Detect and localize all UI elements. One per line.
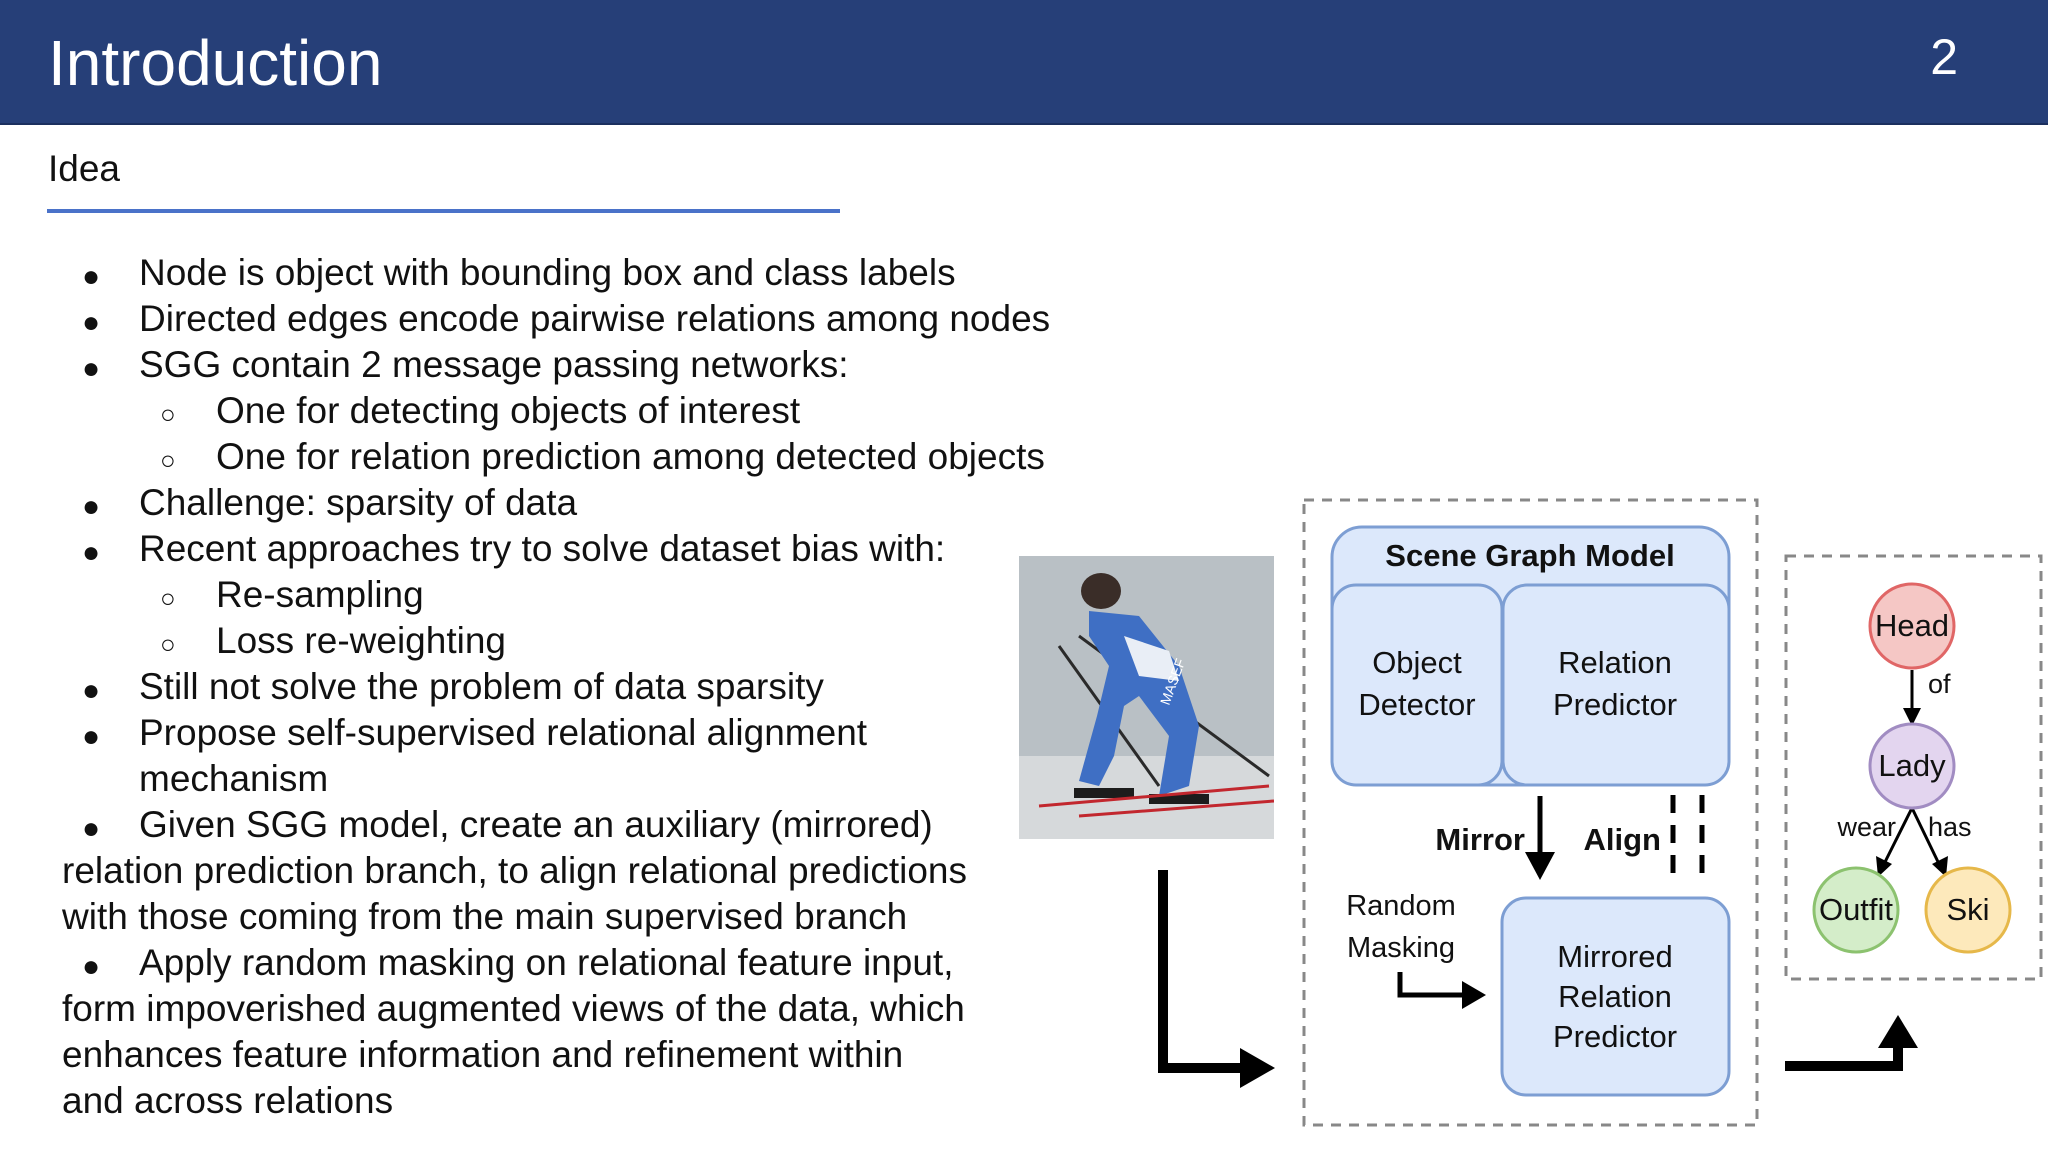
masking-arrow-head-icon: [1462, 981, 1486, 1009]
bullet-item-continued: with those coming from the main supervis…: [62, 896, 908, 937]
sub-bullet-circle: ○: [160, 445, 176, 475]
bullet-item: Directed edges encode pairwise relations…: [139, 298, 1051, 339]
node-ski: [1924, 866, 2012, 954]
mirrored-predictor-label-3: Predictor: [1553, 1019, 1677, 1054]
input-arrow: [1158, 870, 1265, 1073]
bullet-dot: ●: [82, 352, 101, 385]
bullet-item: Given SGG model, create an auxiliary (mi…: [139, 804, 933, 845]
sub-bullet-circle: ○: [160, 583, 176, 613]
input-arrow-head-icon: [1240, 1048, 1275, 1088]
sub-bullet-circle: ○: [160, 399, 176, 429]
object-detector-label-1: Object: [1372, 645, 1462, 680]
bullet-item-continued: form impoverished augmented views of the…: [62, 988, 965, 1029]
slide-title: Introduction: [48, 27, 383, 99]
mirrored-predictor-box: [1500, 896, 1731, 1097]
output-arrow: [1785, 1035, 1903, 1071]
subtitle-underline: [47, 209, 840, 213]
relation-predictor-box: [1501, 583, 1731, 787]
page-number: 2: [1930, 29, 1958, 85]
node-head-label: Head: [1875, 608, 1949, 643]
relation-predictor-label-1: Relation: [1558, 645, 1672, 680]
random-masking-label-1: Random: [1346, 890, 1456, 922]
bullet-item-continued: enhances feature information and refinem…: [62, 1034, 904, 1075]
mirrored-predictor-label-2: Relation: [1558, 979, 1672, 1014]
node-head: [1868, 582, 1956, 670]
mirror-arrow-head-icon: [1525, 852, 1555, 880]
sub-bullet-circle: ○: [160, 629, 176, 659]
output-arrow-head-icon: [1878, 1015, 1918, 1048]
bullet-dot: ●: [82, 490, 101, 523]
scene-graph-model-box: [1330, 525, 1731, 787]
scene-graph-model-title: Scene Graph Model: [1385, 538, 1674, 573]
edge-label-wear: wear: [1836, 812, 1896, 842]
bullet-item: SGG contain 2 message passing networks:: [139, 344, 849, 385]
random-masking-label-2: Masking: [1347, 932, 1455, 964]
mirrored-predictor-label-1: Mirrored: [1557, 939, 1672, 974]
edge-has-line: [1910, 807, 1942, 867]
bullet-item: Recent approaches try to solve dataset b…: [139, 528, 946, 569]
slide-header: Introduction 2: [0, 0, 2048, 125]
model-container: [1302, 498, 1759, 1127]
skier-illustration: MASEF: [1019, 556, 1274, 839]
object-detector-label-2: Detector: [1358, 687, 1475, 722]
node-ski-label: Ski: [1946, 892, 1989, 927]
bullet-item: Node is object with bounding box and cla…: [139, 252, 956, 293]
bullet-dot: ●: [82, 260, 101, 293]
bullet-item: Apply random masking on relational featu…: [139, 942, 954, 983]
edge-label-has: has: [1928, 812, 1972, 842]
bullet-dot: ●: [82, 306, 101, 339]
bullet-dot: ●: [82, 536, 101, 569]
bullet-item-continued: relation prediction branch, to align rel…: [62, 850, 967, 891]
edge-of-arrow-icon: [1903, 708, 1921, 726]
edge-has-arrow-icon: [1932, 856, 1948, 877]
mirror-label: Mirror: [1435, 822, 1525, 857]
node-lady: [1868, 722, 1956, 810]
relation-predictor-label-2: Predictor: [1553, 687, 1677, 722]
align-label: Align: [1584, 822, 1662, 857]
node-outfit: [1812, 866, 1900, 954]
bullet-dot: ●: [82, 674, 101, 707]
masking-arrow: [1397, 972, 1470, 998]
edge-label-of: of: [1928, 669, 1951, 699]
skier-photo: MASEF: [1019, 556, 1274, 839]
bullet-item: Propose self-supervised relational align…: [139, 712, 868, 753]
sub-bullet-item: One for detecting objects of interest: [216, 390, 801, 431]
edge-wear-arrow-icon: [1876, 856, 1892, 877]
sub-bullet-item: Re-sampling: [216, 574, 424, 615]
sub-bullet-item: One for relation prediction among detect…: [216, 436, 1045, 477]
bullet-item-continued: mechanism: [139, 758, 329, 799]
object-detector-box: [1330, 583, 1504, 787]
bullet-item: Still not solve the problem of data spar…: [139, 666, 824, 707]
sub-bullet-item: Loss re-weighting: [216, 620, 506, 661]
graph-container: [1784, 554, 2043, 981]
node-outfit-label: Outfit: [1819, 892, 1893, 927]
bullet-item-continued: and across relations: [62, 1080, 394, 1121]
section-subtitle: Idea: [48, 148, 121, 189]
bullet-dot: ●: [82, 950, 101, 983]
bullet-dot: ●: [82, 720, 101, 753]
bullet-item: Challenge: sparsity of data: [139, 482, 578, 523]
edge-wear-line: [1881, 807, 1914, 867]
node-lady-label: Lady: [1878, 748, 1946, 783]
bullet-dot: ●: [82, 812, 101, 845]
